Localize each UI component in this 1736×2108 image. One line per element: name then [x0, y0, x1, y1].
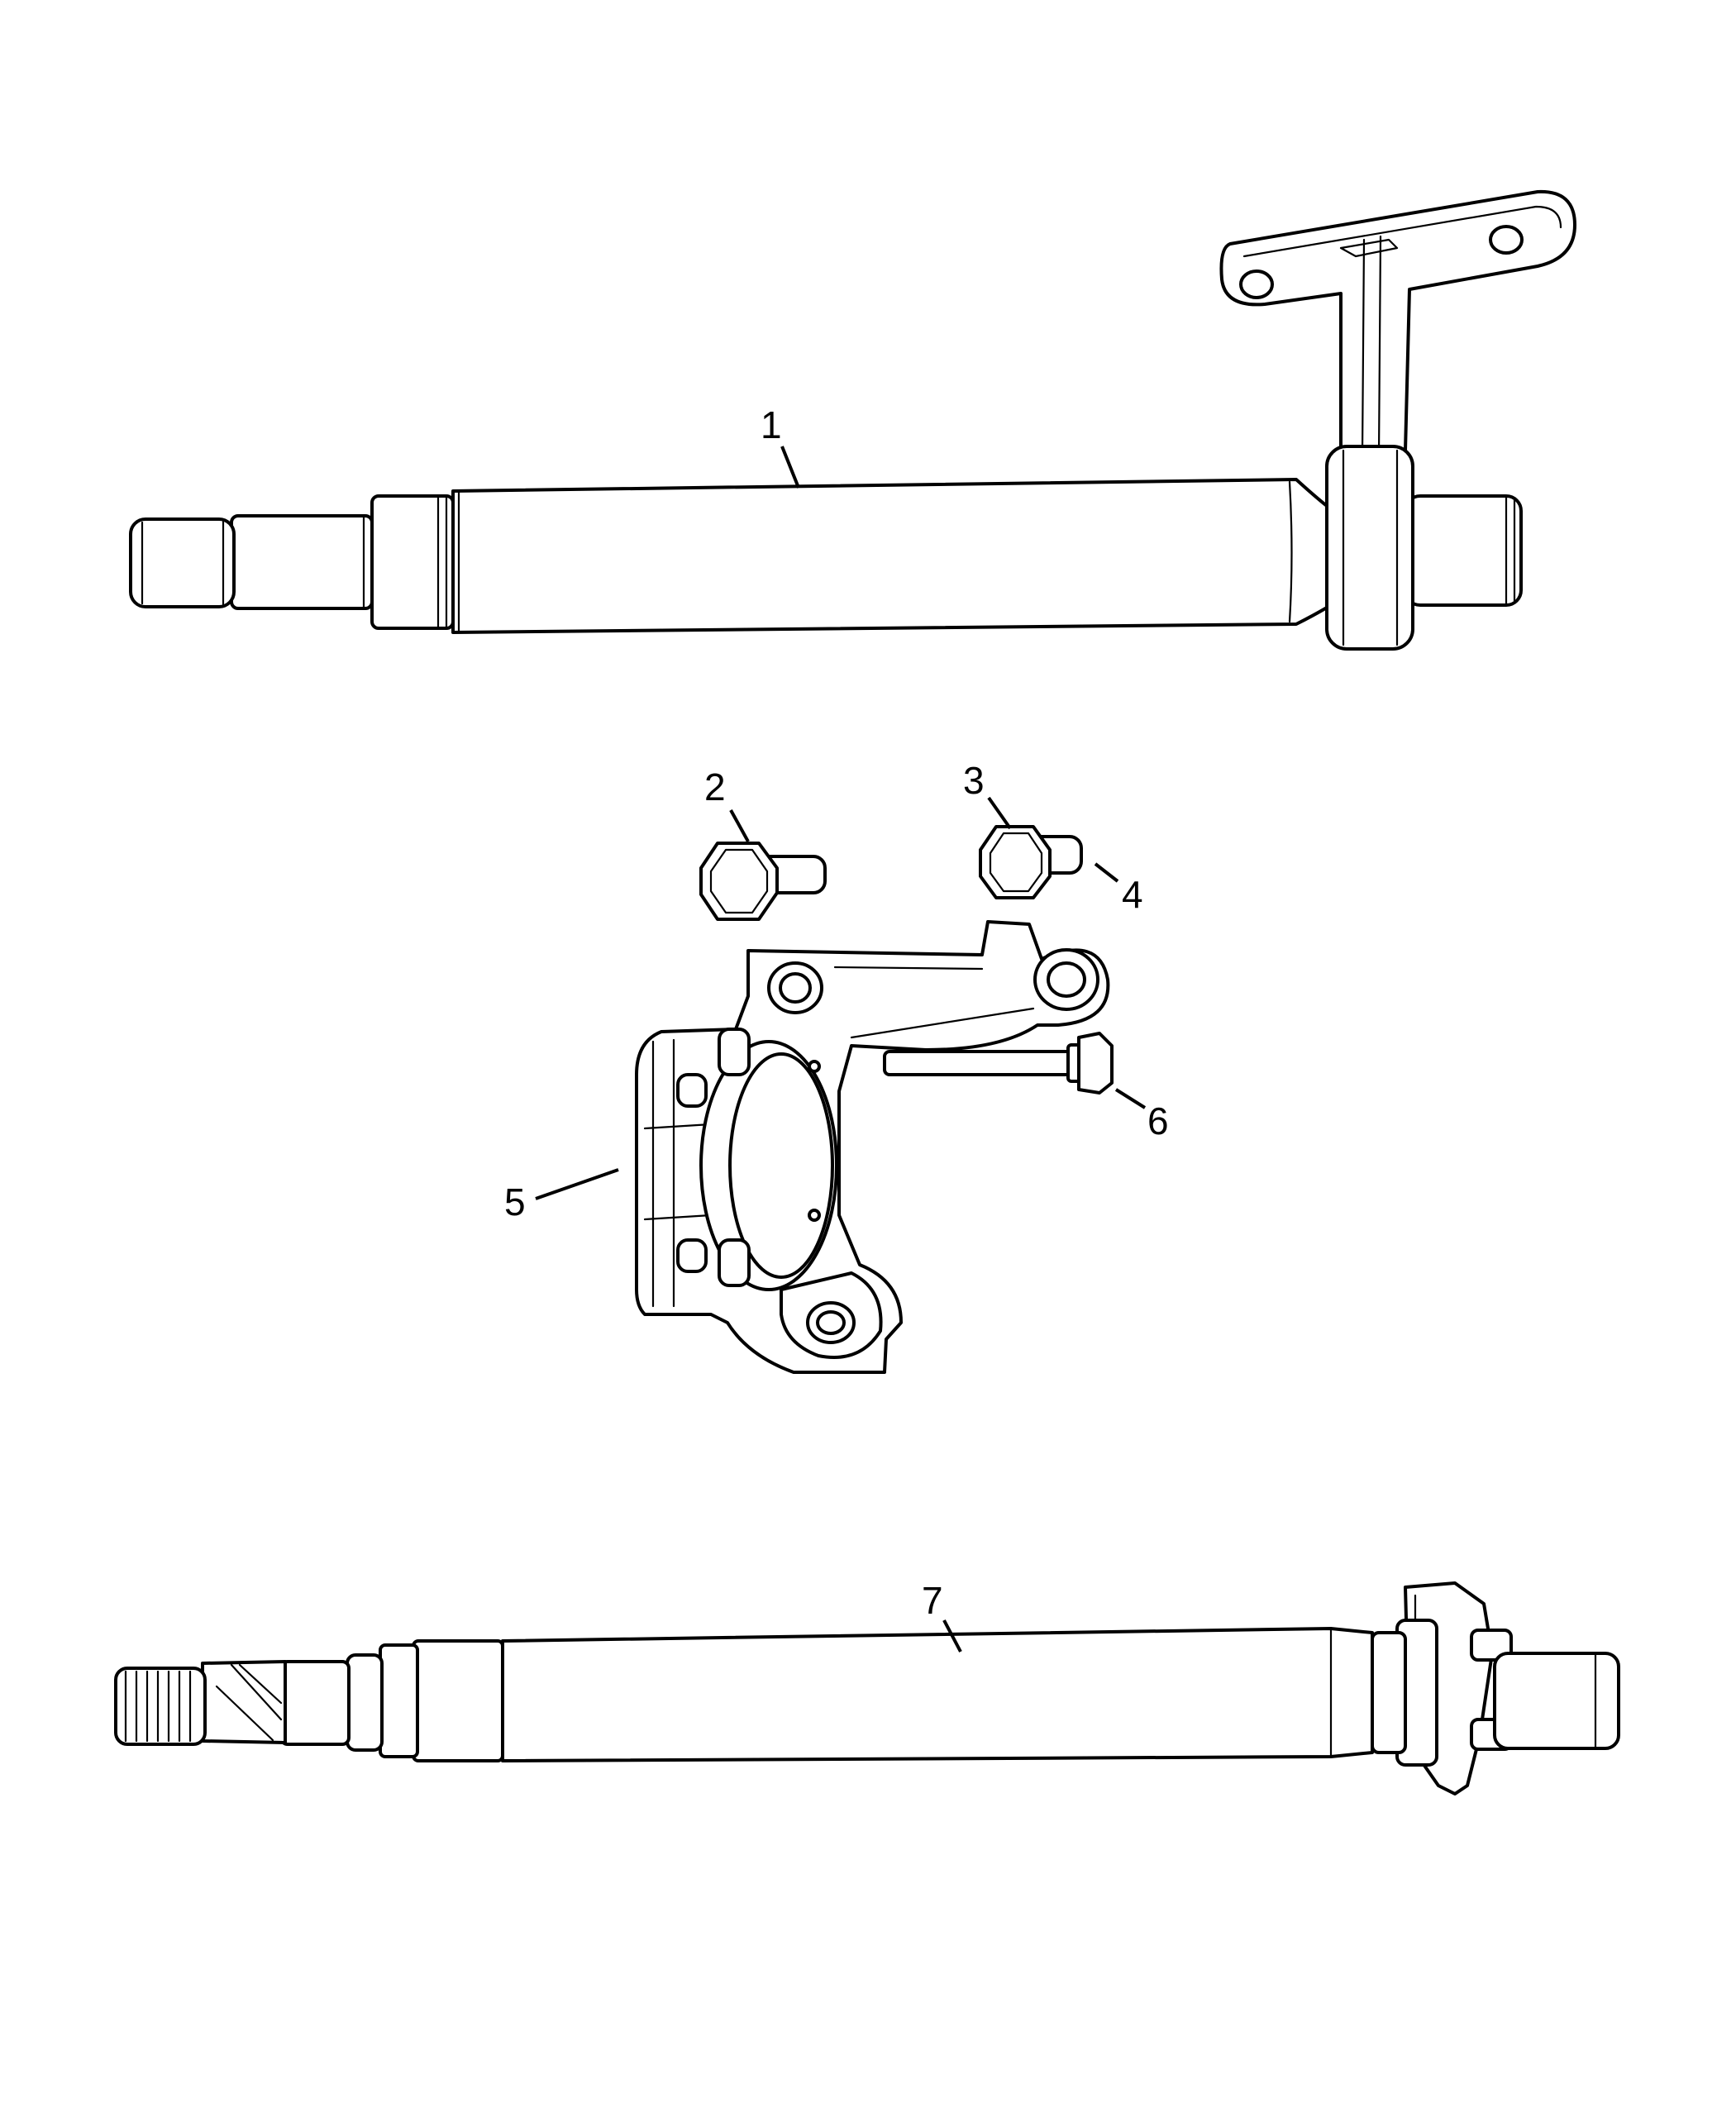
axle-shaft[interactable]	[114, 1581, 1620, 1796]
leader-4	[1094, 862, 1119, 883]
bolt-6[interactable]	[883, 1032, 1114, 1095]
leader-lines	[535, 446, 1147, 1653]
callout-2: 2	[704, 765, 726, 808]
callout-7: 7	[922, 1579, 943, 1622]
leader-3	[987, 796, 1012, 830]
bolt-2[interactable]	[699, 842, 827, 921]
leader-6	[1114, 1088, 1147, 1109]
callout-6: 6	[1147, 1099, 1169, 1142]
leader-7	[942, 1619, 962, 1653]
callout-3: 3	[963, 759, 985, 802]
mounting-bracket[interactable]	[635, 920, 1110, 1374]
callout-5: 5	[504, 1180, 526, 1223]
intermediate-shaft-with-bracket[interactable]	[129, 189, 1576, 651]
leader-2	[729, 809, 750, 842]
callout-labels: 1 2 3 4 5 6 7	[504, 403, 1169, 1622]
leader-5	[535, 1168, 619, 1200]
callout-4: 4	[1122, 873, 1143, 916]
bolt-3[interactable]	[979, 825, 1083, 899]
leader-1	[780, 446, 800, 489]
callout-1: 1	[761, 403, 782, 446]
